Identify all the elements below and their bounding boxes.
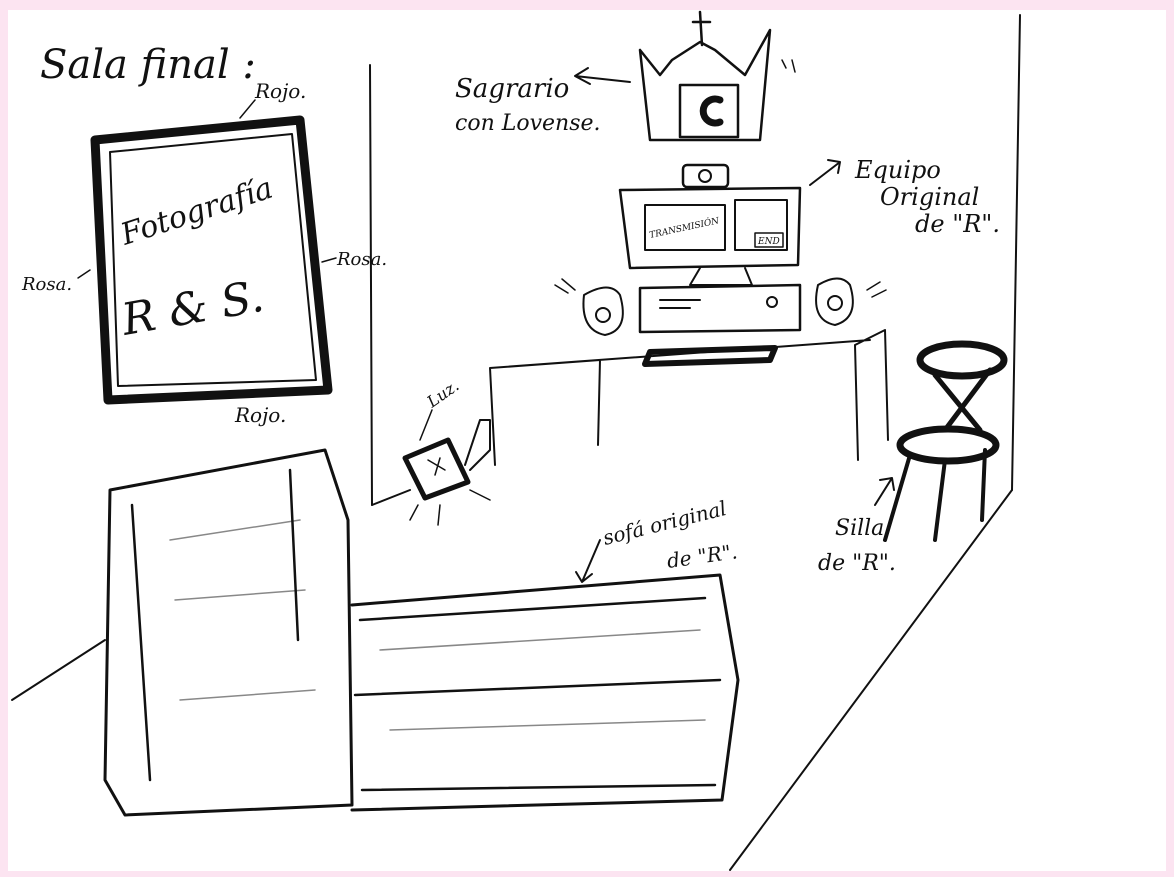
frame-label-bottom: Rojo.: [234, 403, 286, 427]
frame-label-right: Rosa.: [336, 249, 387, 270]
sofa-label-1: sofá original: [600, 496, 728, 550]
frame-text-photo: Fotografía: [116, 171, 277, 253]
chair: Silla de "R".: [818, 340, 1008, 576]
frame-text-initials: R & S.: [117, 271, 267, 346]
shrine-label-1: Sagrario: [455, 74, 569, 104]
frame-label-left: Rosa.: [21, 274, 72, 295]
shrine: Sagrario con Lovense.: [455, 10, 796, 142]
room-walls: [11, 14, 1021, 871]
equipment-label-2: Original: [880, 183, 979, 211]
page-title: Sala final :: [40, 42, 256, 88]
equipment: TRANSMISIÓN END Equipo Original de "R".: [489, 156, 1000, 466]
sketch-paper: [8, 10, 1166, 871]
shrine-label-2: con Lovense.: [455, 111, 601, 136]
chair-label-1: Silla: [835, 516, 884, 541]
sofa: sofá original de "R".: [103, 448, 740, 817]
photo-frame: Fotografía R & S.: [90, 115, 333, 405]
chair-label-2: de "R".: [818, 551, 896, 576]
frame-label-top: Rojo.: [254, 79, 306, 103]
sofa-label-2: de "R".: [665, 539, 738, 573]
light: Luz.: [402, 376, 491, 526]
equipment-label-1: Equipo: [854, 156, 941, 184]
equipment-label-3: de "R".: [915, 210, 1000, 238]
light-label: Luz.: [423, 376, 463, 412]
screen-button: END: [757, 237, 780, 247]
screen-text: TRANSMISIÓN: [648, 214, 721, 241]
